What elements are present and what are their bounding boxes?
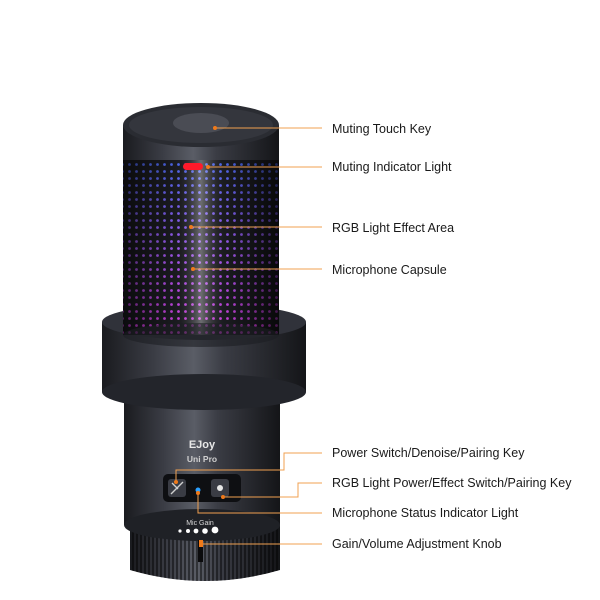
control-panel (163, 474, 241, 502)
muting-indicator-light (183, 163, 203, 170)
mic-mute-icon (170, 481, 184, 495)
callout-rgb-light-effect-area: RGB Light Effect Area (332, 221, 455, 235)
callout-gain-knob: Gain/Volume Adjustment Knob (332, 537, 502, 551)
leader-lines (175, 127, 322, 545)
mic-gain-label: Mic Gain (186, 520, 214, 527)
callout-microphone-capsule: Microphone Capsule (332, 263, 447, 277)
callout-status-indicator-light: Microphone Status Indicator Light (332, 506, 519, 520)
callout-muting-touch-key: Muting Touch Key (332, 122, 432, 136)
callout-rgb-power-effect-key: RGB Light Power/Effect Switch/Pairing Ke… (332, 476, 572, 490)
status-indicator-light (195, 487, 201, 493)
gain-level-dots (178, 526, 219, 534)
muting-touch-key-button (173, 113, 229, 133)
top-cap (123, 103, 279, 170)
callout-muting-indicator-light: Muting Indicator Light (332, 160, 452, 174)
model-text: Uni Pro (187, 454, 217, 464)
callout-power-switch-key: Power Switch/Denoise/Pairing Key (332, 446, 525, 460)
leader-dots (174, 126, 225, 547)
light-bulb-icon (217, 485, 223, 491)
brand-text: EJoy (189, 439, 216, 451)
